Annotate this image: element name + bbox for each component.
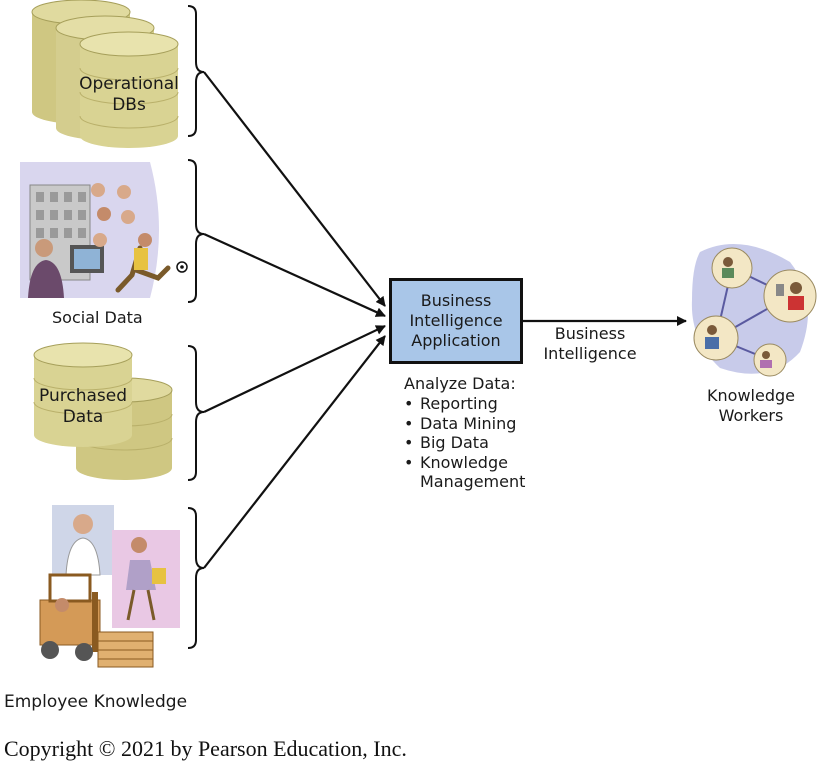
purchased-db-icon [33, 342, 173, 480]
analyze-item-reporting: Reporting [404, 394, 525, 414]
operational-label-line-1: Operational [79, 74, 179, 94]
knowledge-workers-label: Knowledge Workers [688, 386, 814, 426]
brace-social [187, 159, 205, 303]
operational-db-icon [31, 0, 179, 148]
arrow-social [203, 232, 386, 318]
bi-title-line-2: Intelligence [409, 311, 503, 330]
analyze-item-knowledge: Knowledge [404, 453, 525, 473]
social-data-illustration [20, 162, 188, 298]
business-intelligence-output-label: Business Intelligence [532, 324, 648, 364]
analyze-item-data-mining: Data Mining [404, 414, 525, 434]
copyright-text: Copyright © 2021 by Pearson Education, I… [4, 736, 407, 761]
bi-title-line-1: Business [420, 291, 492, 310]
arrow-operational [203, 71, 386, 307]
analyze-item-management: Management [420, 472, 526, 491]
bi-title-line-3: Application [411, 331, 501, 350]
workers-label-line-1: Knowledge [707, 386, 795, 405]
brace-operational [187, 5, 205, 137]
purchased-data-label: Purchased Data [18, 386, 148, 428]
analyze-data-block: Analyze Data: Reporting Data Mining Big … [404, 374, 525, 492]
workers-network-icon [691, 244, 817, 377]
brace-purchased [187, 345, 205, 481]
analyze-heading: Analyze Data: [404, 374, 516, 393]
purchased-label-line-1: Purchased [39, 386, 127, 406]
employee-knowledge-label: Employee Knowledge [4, 692, 188, 712]
analyze-list: Reporting Data Mining Big Data Knowledge… [404, 394, 525, 492]
bi-application-box: Business Intelligence Application [389, 278, 523, 364]
arrow-purchased [203, 325, 386, 413]
operational-label-line-2: DBs [112, 95, 146, 115]
brace-employee [187, 507, 205, 649]
arrow-employee [203, 335, 386, 569]
bi-application-title: Business Intelligence Application [409, 291, 502, 351]
purchased-label-line-2: Data [62, 407, 104, 427]
workers-label-line-2: Workers [718, 406, 784, 425]
output-label-line-1: Business [554, 324, 626, 343]
analyze-item-big-data: Big Data [404, 433, 525, 453]
output-label-line-2: Intelligence [543, 344, 637, 363]
operational-dbs-label: Operational DBs [64, 74, 194, 116]
social-data-label: Social Data [52, 308, 143, 327]
employee-knowledge-illustration [39, 505, 180, 668]
